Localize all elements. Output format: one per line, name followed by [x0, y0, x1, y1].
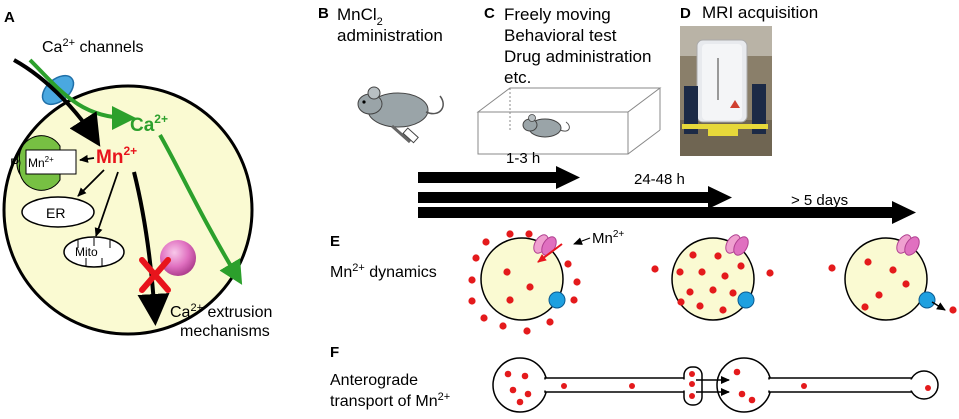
- mn-efflux-arrow: [931, 301, 946, 311]
- freely-moving-label: Freely moving: [504, 5, 611, 24]
- extrusion-label-line2: mechanisms: [180, 323, 270, 340]
- panel-f-label: F: [330, 344, 339, 361]
- mito-label: Mito: [75, 245, 98, 259]
- arrow-3-label: > 5 days: [791, 192, 848, 209]
- mn-dynamics-label: Mn2+ dynamics: [330, 262, 437, 281]
- administration-label: administration: [337, 26, 443, 45]
- mn-ion-callout: Mn2+: [592, 229, 624, 247]
- er-label: ER: [46, 205, 65, 221]
- extrusion-label-line1: Ca2+ extrusion: [170, 302, 272, 321]
- mn-entry-arrow: [537, 243, 563, 263]
- ca-ion-label: Ca2+: [130, 112, 168, 136]
- syringe: [391, 124, 411, 144]
- mn-ion-label: Mn2+: [96, 144, 137, 168]
- transport-label: transport of Mn2+: [330, 391, 450, 410]
- mri-acquisition-label: MRI acquisition: [702, 3, 818, 22]
- mn-label-pointer: [573, 237, 591, 245]
- neuron-1: [492, 357, 703, 413]
- etc-label: etc.: [504, 68, 531, 87]
- mn-extrusion-arrow: [132, 171, 170, 326]
- mn-to-protein-arrow: [79, 154, 95, 163]
- panel-d-label: D: [680, 5, 691, 22]
- panel-e-label: E: [330, 233, 340, 250]
- mri-photo: [680, 26, 772, 156]
- mouse-in-box: [522, 114, 570, 138]
- e-cell-2: [671, 234, 755, 321]
- panel-b-label: B: [318, 5, 329, 22]
- ca-channels-label: Ca2+ channels: [42, 37, 144, 56]
- phosphate-label: P: [10, 155, 19, 171]
- mito-organelle: [63, 236, 125, 268]
- e-cell-2-ions: [651, 251, 774, 314]
- mn-binding-pocket: [25, 149, 77, 175]
- neuron-1-ions: [504, 370, 695, 406]
- timeline-arrow-1: [418, 166, 580, 189]
- arrow-1-label: 1-3 h: [506, 150, 540, 167]
- mn-influx-arrow: [13, 58, 101, 147]
- open-field-box: [476, 87, 662, 155]
- behavioral-test-label: Behavioral test: [504, 26, 617, 45]
- mncl2-label: MnCl2: [337, 5, 383, 28]
- blocked-x-icon: [139, 257, 171, 293]
- e-cell-3: [844, 234, 936, 321]
- arrow-2-label: 24-48 h: [634, 171, 685, 188]
- neuron-2: [716, 357, 939, 413]
- anterograde-label: Anterograde: [330, 372, 418, 389]
- panel-c-label: C: [484, 5, 495, 22]
- mn-to-er-arrow: [77, 169, 105, 197]
- panel-a-label: A: [4, 9, 15, 26]
- timeline-arrow-2: [418, 186, 732, 209]
- er-organelle: [21, 196, 95, 228]
- calcium-pump: [160, 240, 196, 276]
- mouse-illustration: [357, 86, 444, 144]
- cell-body: [2, 84, 254, 336]
- ca-influx-arrow: [28, 58, 136, 130]
- timeline-arrow-3: [418, 201, 916, 224]
- mn-to-mito-arrow: [94, 171, 119, 237]
- neuron-2-ions: [733, 368, 931, 404]
- mn-small-label: Mn2+: [28, 155, 54, 170]
- e-cell-3-ions: [828, 258, 957, 314]
- drug-administration-label: Drug administration: [504, 47, 651, 66]
- e-cell-1-ions: [468, 230, 581, 335]
- ca-extrusion-arrow: [158, 134, 243, 285]
- e-cell-1: [480, 234, 566, 321]
